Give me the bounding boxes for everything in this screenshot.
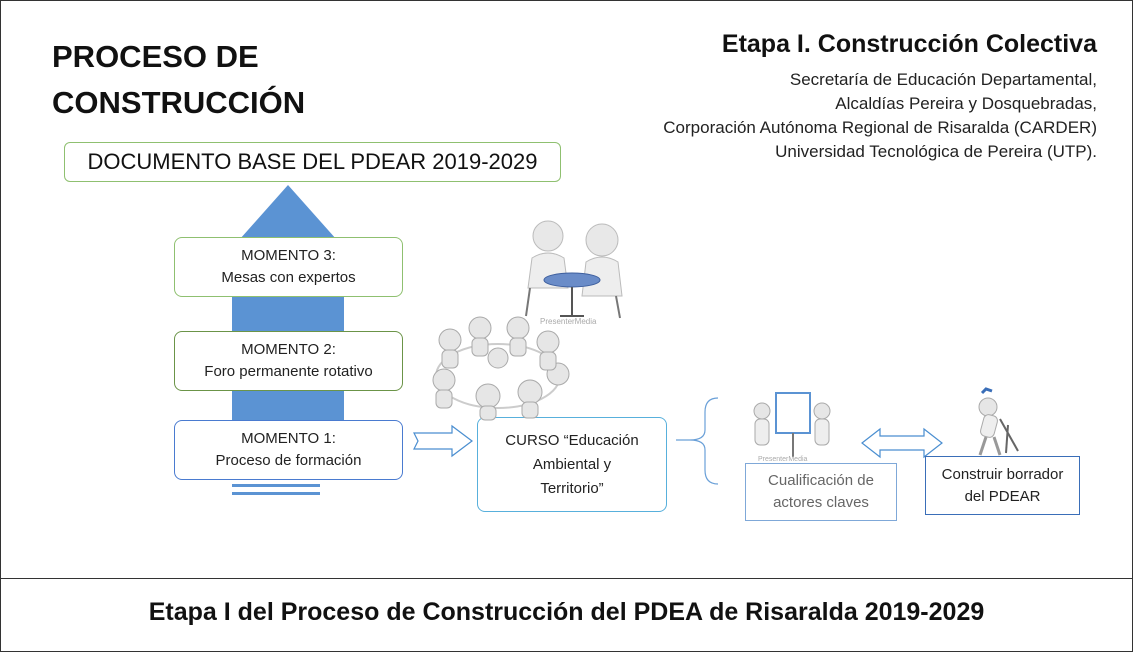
- watermark-text: PresenterMedia: [540, 317, 597, 326]
- momento-1-text: Proceso de formación: [215, 452, 362, 469]
- curso-box: CURSO “Educación Ambiental y Territorio”: [477, 417, 667, 512]
- momento-2-text: Foro permanente rotativo: [204, 363, 373, 380]
- partners-list: Secretaría de Educación Departamental, A…: [663, 68, 1097, 164]
- momento-1-box: MOMENTO 1: Proceso de formación: [174, 420, 403, 480]
- document-base-box: DOCUMENTO BASE DEL PDEAR 2019-2029: [64, 142, 561, 182]
- partner-item: Corporación Autónoma Regional de Risaral…: [663, 118, 1097, 137]
- curso-line-2: Ambiental y: [532, 455, 612, 473]
- momento-3-title: MOMENTO 3:: [241, 247, 336, 264]
- builder-figure-icon: [978, 387, 1019, 456]
- page-title-line-1: PROCESO DE: [52, 39, 259, 74]
- momento-3-box: MOMENTO 3: Mesas con expertos: [174, 237, 403, 297]
- momento-2-box: MOMENTO 2: Foro permanente rotativo: [174, 331, 403, 391]
- partner-item: Secretaría de Educación Departamental,: [789, 70, 1097, 89]
- meeting-figures-icon: PresenterMedia: [525, 220, 623, 326]
- momento-1-title: MOMENTO 1:: [241, 430, 336, 447]
- partner-item: Alcaldías Pereira y Dosquebradas,: [835, 94, 1097, 113]
- borrador-line-1: Construir borrador: [941, 465, 1064, 483]
- curso-line-3: Territorio”: [540, 479, 604, 497]
- cualificacion-line-1: Cualificación de: [768, 472, 874, 489]
- page-title-line-2: CONSTRUCCIÓN: [52, 85, 306, 120]
- watermark-text: PresenterMedia: [758, 456, 808, 463]
- borrador-line-2: del PDEAR: [964, 487, 1041, 505]
- cualificacion-line-2: actores claves: [773, 494, 869, 511]
- group-circle-icon: [432, 316, 570, 421]
- etapa-heading: Etapa I. Construcción Colectiva: [721, 30, 1097, 58]
- figure-caption: Etapa I del Proceso de Construcción del …: [148, 598, 985, 626]
- right-arrow-icon: [413, 424, 473, 458]
- arrow-base-line-2: [232, 492, 320, 495]
- caption-divider: [0, 578, 1133, 579]
- momento-3-text: Mesas con expertos: [221, 269, 356, 286]
- double-arrow-icon: [861, 427, 943, 459]
- momento-2-title: MOMENTO 2:: [241, 341, 336, 358]
- presentation-figures-icon: PresenterMedia: [753, 392, 831, 463]
- arrow-base-line-1: [232, 484, 320, 487]
- borrador-box: Construir borrador del PDEAR: [925, 456, 1080, 515]
- curso-line-1: CURSO “Educación: [505, 431, 639, 449]
- partner-item: Universidad Tecnológica de Pereira (UTP)…: [775, 142, 1097, 161]
- page-title: PROCESO DE CONSTRUCCIÓN: [52, 34, 352, 126]
- curly-brace: [676, 397, 719, 485]
- cualificacion-box: Cualificación de actores claves: [745, 463, 897, 521]
